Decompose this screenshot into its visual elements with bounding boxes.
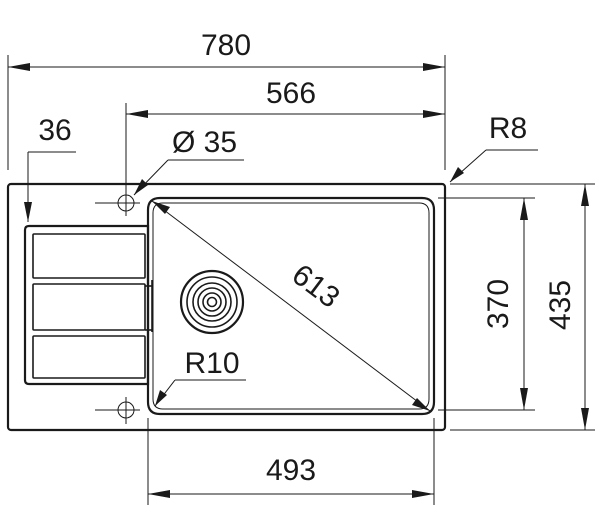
dim-tap-hole-diameter-label: Ø 35 xyxy=(172,126,237,159)
dim-tap-hole-diameter xyxy=(133,159,244,196)
drainer-area xyxy=(23,224,153,386)
dim-outer-corner-radius xyxy=(449,149,538,183)
dim-bowl-height-label: 370 xyxy=(482,279,515,329)
dim-bowl-corner-radius xyxy=(154,379,246,407)
strainer-drain-icon xyxy=(179,269,245,335)
dim-overall-width-label: 780 xyxy=(201,29,251,62)
tap-hole-bottom-icon xyxy=(112,397,140,424)
drainer-groove-3 xyxy=(32,335,146,379)
dim-bowl-height xyxy=(438,197,535,411)
drainer-groove-2 xyxy=(32,283,146,331)
dim-overall-width xyxy=(7,55,446,170)
dim-bowl-diagonal xyxy=(151,200,431,412)
dim-bowl-width-label: 493 xyxy=(266,454,316,487)
dim-overall-height xyxy=(450,183,595,431)
dim-bowl-diagonal-label: 613 xyxy=(286,258,346,314)
sink-outer-outline xyxy=(6,182,447,432)
drainer-groove-1 xyxy=(32,233,146,279)
tap-hole-top-icon xyxy=(112,190,140,216)
dim-overall-height-label: 435 xyxy=(544,280,577,330)
dim-edge-offset-label: 36 xyxy=(38,114,71,147)
dim-bowl-width xyxy=(147,418,435,505)
dim-edge-offset xyxy=(24,151,76,222)
dim-outer-corner-radius-label: R8 xyxy=(489,112,527,145)
dim-bowl-section-width xyxy=(125,103,445,190)
dim-bowl-section-width-label: 566 xyxy=(266,77,316,110)
dim-bowl-corner-radius-label: R10 xyxy=(184,347,239,380)
drainer-frame xyxy=(23,224,150,386)
bowl-outline xyxy=(146,196,436,416)
